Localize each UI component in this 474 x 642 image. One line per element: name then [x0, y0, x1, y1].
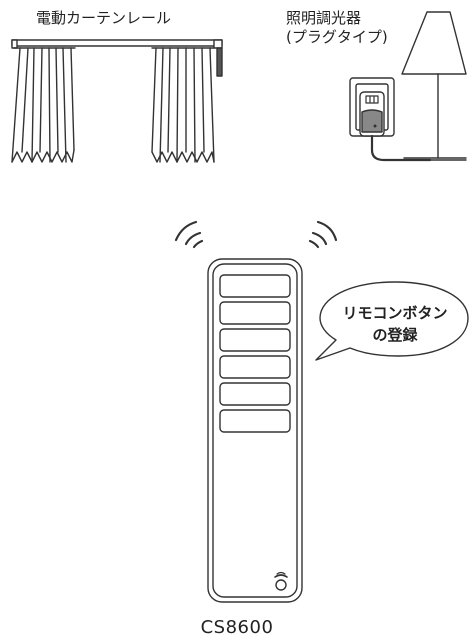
bubble-text-line1: リモコンボタン [335, 302, 455, 323]
remote-button-6[interactable] [220, 410, 290, 432]
curtain-rail-label: 電動カーテンレール [36, 9, 171, 28]
remote-button-2[interactable] [220, 302, 290, 324]
dimmer-type-label: (プラグタイプ) [286, 28, 388, 47]
remote-led-icon [275, 573, 287, 591]
remote-button-4[interactable] [220, 356, 290, 378]
remote-model-label: CS8600 [0, 617, 474, 638]
signal-waves-left [176, 222, 202, 247]
bubble-text-line2: の登録 [335, 324, 455, 345]
dimmer-cord [372, 136, 430, 160]
remote-button-3[interactable] [220, 329, 290, 351]
remote-button-1[interactable] [220, 275, 290, 297]
remote-button-5[interactable] [220, 383, 290, 405]
table-lamp [402, 12, 466, 160]
dimmer-label: 照明調光器 [286, 9, 361, 28]
dimmer-plug [360, 92, 384, 136]
curtain-rail [12, 40, 222, 76]
right-curtain [152, 48, 214, 162]
signal-waves-right [310, 222, 336, 247]
left-curtain [12, 48, 75, 162]
